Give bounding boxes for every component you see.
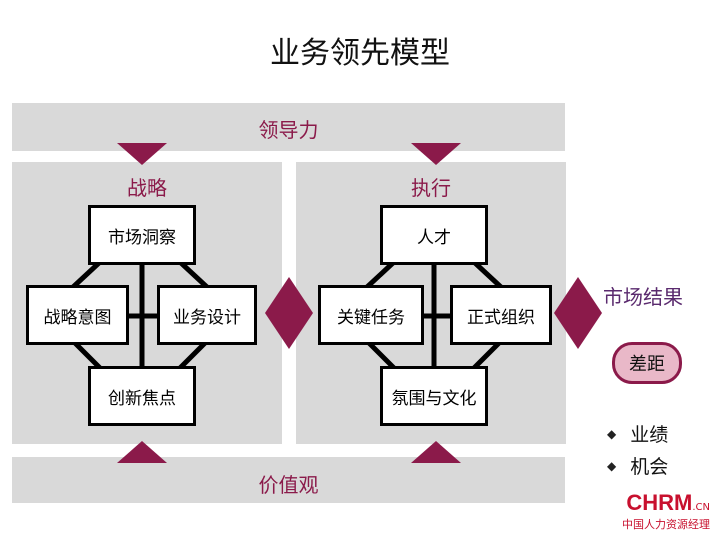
- values-arrow-right: [411, 441, 461, 463]
- box-formal-organization: 正式组织: [450, 285, 552, 345]
- bullet-opportunity-text: 机会: [630, 456, 669, 478]
- box-talent: 人才: [380, 205, 488, 265]
- execution-diag-tl: [364, 260, 396, 290]
- execution-title: 执行: [411, 176, 451, 200]
- bullet-performance-text: 业绩: [630, 424, 669, 446]
- bullet-performance: ◆ 业绩: [607, 420, 668, 447]
- middle-diamond: [265, 277, 313, 349]
- box-business-design: 业务设计: [157, 285, 257, 345]
- chrm-logo: CHRM.CN 中国人力资源经理: [600, 490, 710, 532]
- strategy-diag-tr: [178, 260, 210, 290]
- leadership-label: 领导力: [258, 118, 319, 142]
- diamond-bullet-icon: ◆: [607, 458, 617, 473]
- leadership-arrow-left: [117, 143, 167, 165]
- market-results-label: 市场结果: [603, 285, 683, 309]
- logo-sub-text: 中国人力资源经理: [622, 518, 710, 531]
- leadership-band: [12, 103, 565, 151]
- gap-badge: 差距: [612, 342, 682, 384]
- box-market-insight: 市场洞察: [88, 205, 196, 265]
- values-arrow-left: [117, 441, 167, 463]
- box-innovation-focus: 创新焦点: [88, 366, 196, 426]
- logo-main-text: CHRM: [626, 490, 693, 515]
- strategy-diag-tl: [70, 260, 102, 290]
- result-diamond: [554, 277, 602, 349]
- page-title: 业务领先模型: [270, 36, 450, 71]
- bullet-opportunity: ◆ 机会: [607, 452, 668, 479]
- values-band: [12, 457, 565, 503]
- box-climate-culture: 氛围与文化: [380, 366, 488, 426]
- strategy-title: 战略: [127, 176, 167, 200]
- box-strategic-intent: 战略意图: [26, 285, 129, 345]
- leadership-arrow-right: [411, 143, 461, 165]
- execution-diag-tr: [472, 260, 504, 290]
- box-key-tasks: 关键任务: [318, 285, 424, 345]
- diamond-bullet-icon: ◆: [607, 426, 617, 441]
- values-label: 价值观: [258, 473, 319, 497]
- logo-suffix-text: .CN: [692, 502, 710, 513]
